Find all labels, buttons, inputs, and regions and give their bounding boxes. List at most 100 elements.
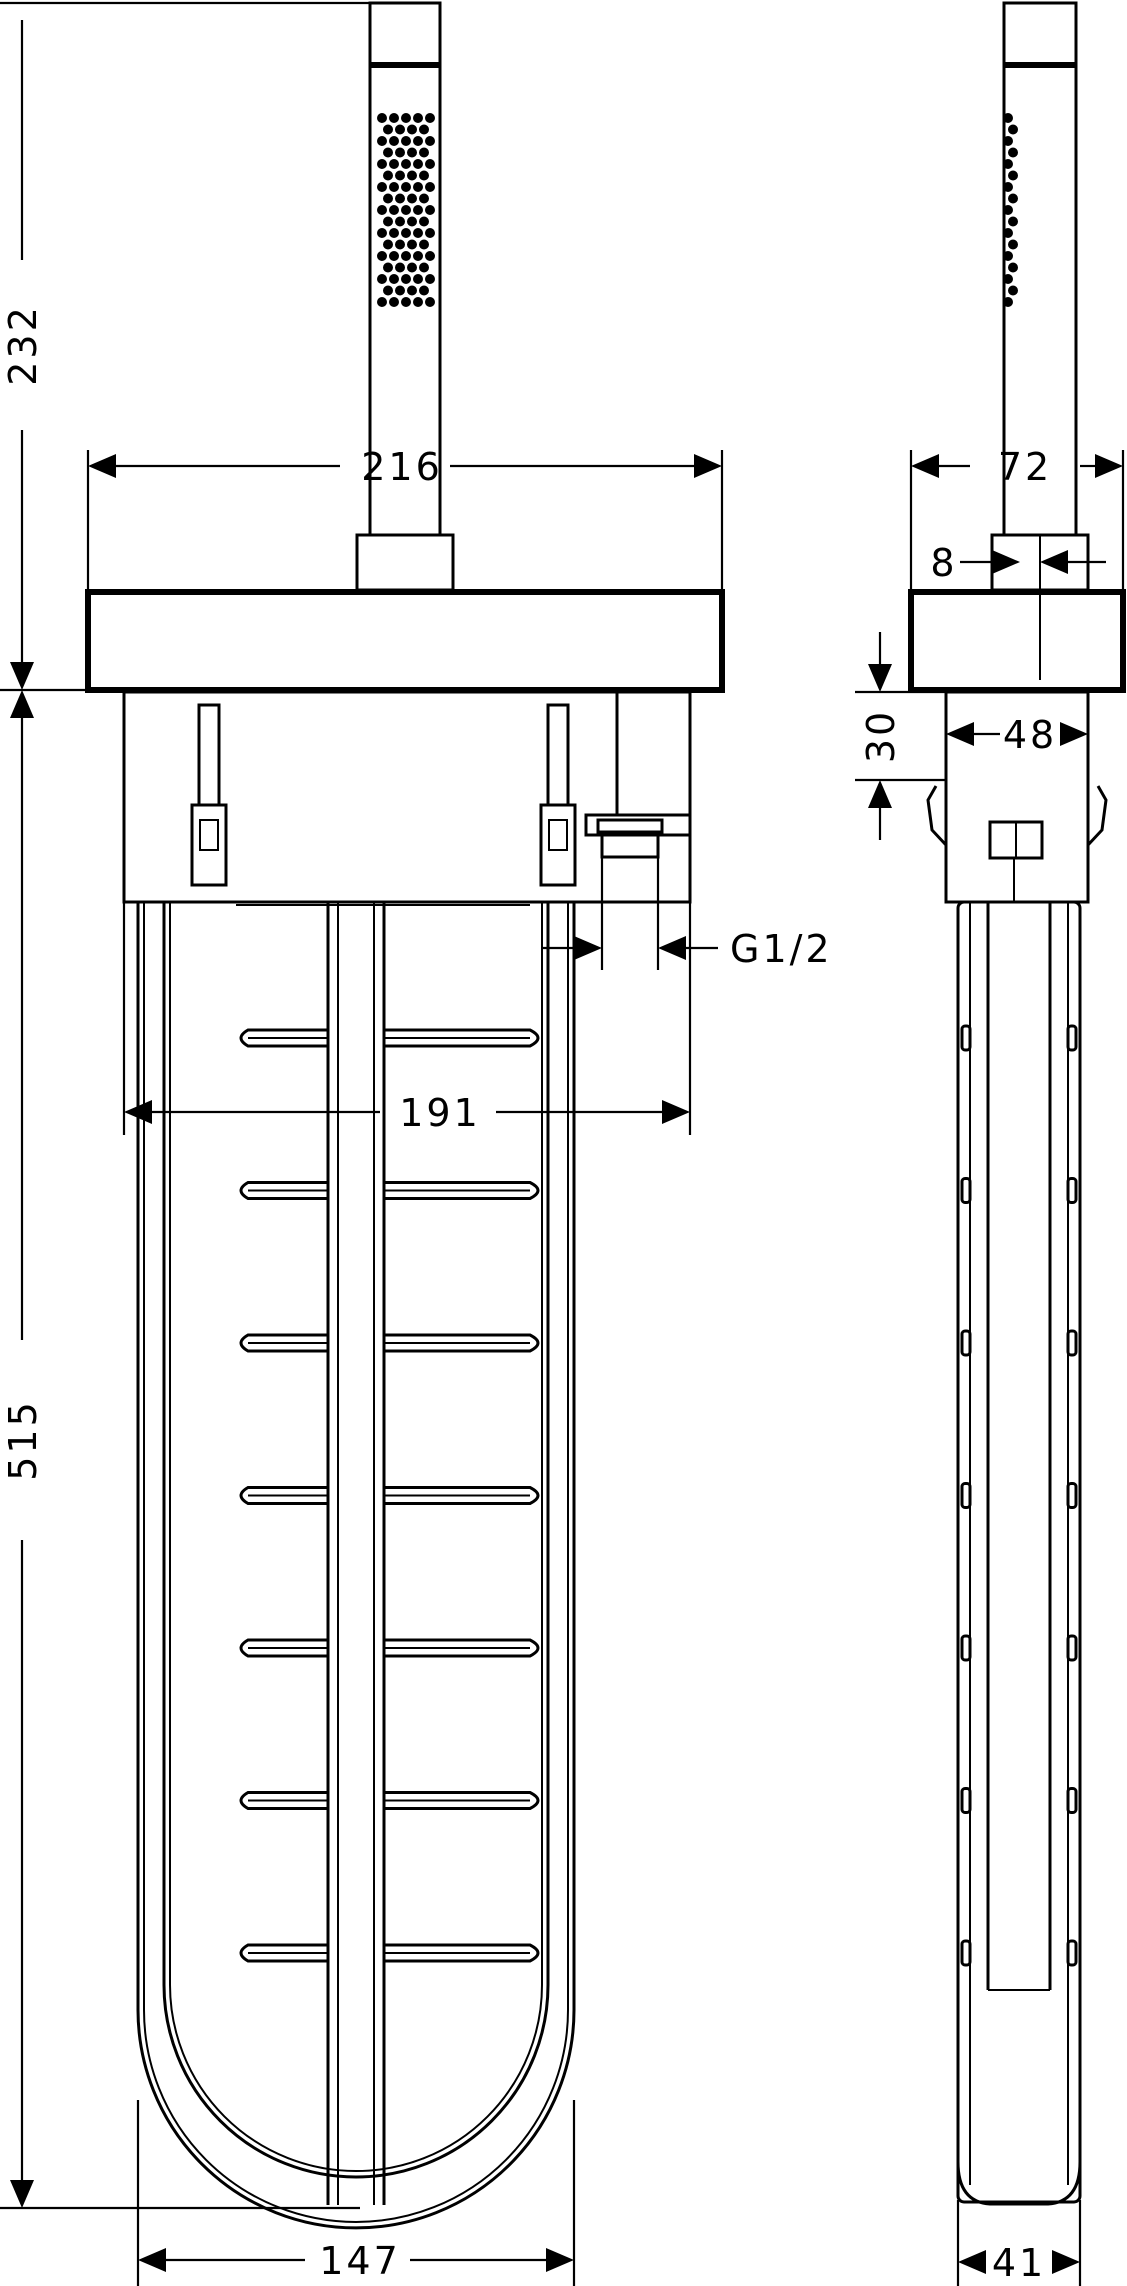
label-41: 41 (992, 2241, 1046, 2285)
nozzle-dot (395, 262, 405, 273)
nozzle-dot (401, 274, 411, 284)
side-rib-left (960, 1024, 972, 1052)
rib-right (384, 1791, 540, 1810)
side-nozzle-dot (1008, 193, 1018, 204)
nozzle-dot (377, 136, 387, 146)
label-48: 48 (1003, 713, 1057, 757)
side-rib-right (1066, 1939, 1078, 1967)
side-view (908, 1, 1126, 2206)
side-rib-left (960, 1482, 972, 1509)
left-bracket (190, 703, 228, 887)
nozzle-dot (401, 159, 411, 169)
nozzle-dot (425, 274, 435, 284)
nozzle-dot (395, 285, 405, 296)
right-bracket (539, 703, 577, 887)
side-rib-right (1066, 1177, 1078, 1204)
nozzle-dot (419, 285, 429, 296)
nozzle-dot (419, 262, 429, 273)
side-nozzle-dot (1003, 228, 1013, 238)
nozzle-dot (401, 205, 411, 215)
rib-right (384, 1028, 540, 1048)
nozzle-dot (401, 251, 411, 261)
rib-left (239, 1333, 328, 1353)
side-rib-right (1066, 1787, 1078, 1814)
nozzle-dot (395, 170, 405, 181)
nozzle-dot (377, 205, 387, 215)
side-nozzle-dot (1003, 182, 1013, 192)
nozzle-dot (419, 216, 429, 227)
rib-right (384, 1333, 540, 1353)
nozzle-dot (383, 239, 393, 250)
rib-left (239, 1638, 328, 1658)
label-72: 72 (998, 445, 1052, 489)
nozzle-dot (383, 170, 393, 181)
side-nozzle-dot (1003, 113, 1013, 123)
label-30: 30 (859, 709, 903, 763)
nozzle-dot (383, 262, 393, 273)
nozzle-dot (419, 193, 429, 204)
rib-right (384, 1638, 540, 1658)
label-147: 147 (319, 2239, 401, 2283)
side-nozzle-dot (1008, 124, 1018, 135)
nozzle-dot (377, 159, 387, 169)
nozzle-dot (407, 147, 417, 158)
side-nozzle-dot (1008, 285, 1018, 296)
nozzle-dot (401, 113, 411, 123)
rib-left (239, 1943, 328, 1963)
nozzle-dot (407, 285, 417, 296)
side-shelf-ribs (960, 1024, 1078, 1967)
nozzle-dot (395, 216, 405, 227)
nozzle-dot (377, 113, 387, 123)
nozzle-dot (413, 205, 423, 215)
hand-shower (355, 1, 455, 592)
side-nozzle-dot (1003, 251, 1013, 261)
rib-right (384, 1181, 540, 1200)
nozzle-dot (377, 297, 387, 307)
label-g12: G1/2 (730, 927, 833, 971)
nozzle-dot (389, 159, 399, 169)
nozzle-dot (419, 147, 429, 158)
rib-right (384, 1943, 540, 1963)
nozzle-dot (401, 182, 411, 192)
side-rib-left (960, 1939, 972, 1967)
nozzle-dot (377, 251, 387, 261)
side-nozzle-dots (1003, 113, 1018, 307)
nozzle-dot (377, 228, 387, 238)
nozzle-dot (401, 136, 411, 146)
side-nozzle-dot (1003, 297, 1013, 307)
nozzle-dot (419, 239, 429, 250)
nozzle-dot (413, 297, 423, 307)
nozzle-dot (425, 136, 435, 146)
rib-left (239, 1181, 328, 1200)
nozzle-dot (395, 193, 405, 204)
nozzle-dot (401, 297, 411, 307)
nozzle-dot (377, 274, 387, 284)
nozzle-dot (425, 182, 435, 192)
nozzle-dot (389, 136, 399, 146)
front-view (85, 1, 725, 2230)
nozzle-dot (401, 228, 411, 238)
nozzle-dot (413, 182, 423, 192)
nozzle-dot (413, 159, 423, 169)
rib-left (239, 1028, 328, 1048)
nozzle-dot (407, 239, 417, 250)
nozzle-dot (383, 285, 393, 296)
nozzle-dot (425, 251, 435, 261)
nozzle-dot (413, 274, 423, 284)
side-nozzle-dot (1008, 216, 1018, 227)
side-rib-right (1066, 1482, 1078, 1509)
nozzle-dot (395, 147, 405, 158)
side-nozzle-dot (1003, 159, 1013, 169)
nozzle-dot (425, 297, 435, 307)
nozzle-dot (395, 124, 405, 135)
nozzle-dot (425, 205, 435, 215)
side-nozzle-dot (1008, 170, 1018, 181)
side-rib-left (960, 1634, 972, 1662)
nozzle-dot (407, 216, 417, 227)
nozzle-dot (389, 113, 399, 123)
side-nozzle-dot (1003, 136, 1013, 146)
nozzle-dot (383, 147, 393, 158)
nozzle-dot (383, 216, 393, 227)
shelf-body (136, 902, 576, 2230)
